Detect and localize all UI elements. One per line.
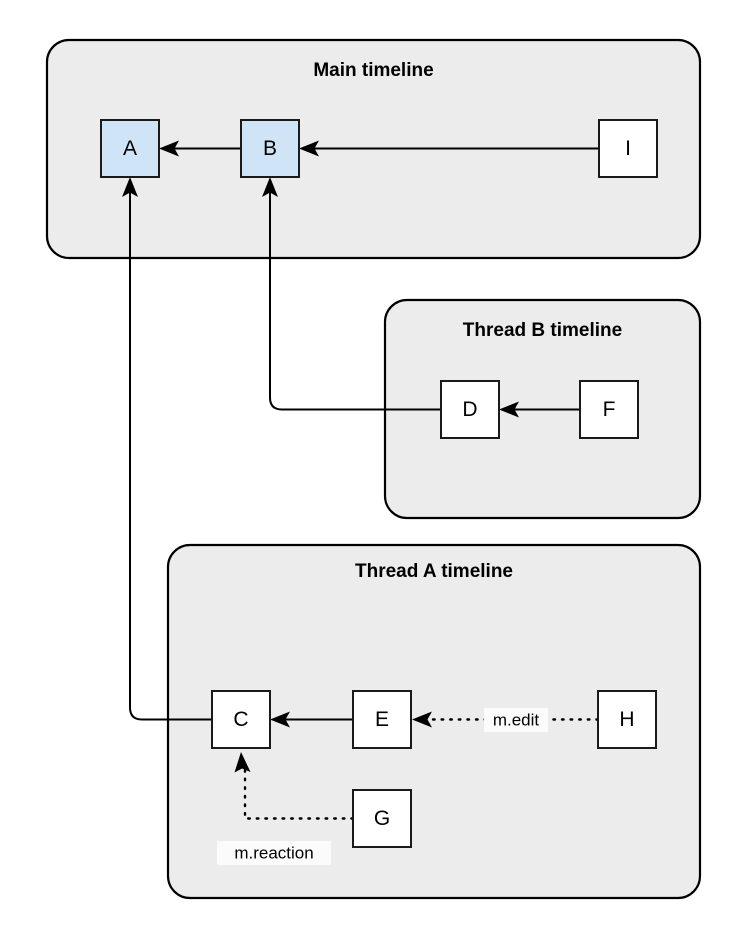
edge-b-to-a[interactable]	[159, 140, 241, 157]
edge-b-to-a-arrowhead	[159, 140, 179, 157]
container-main-timeline-title: Main timeline	[313, 60, 433, 81]
node-h-label: H	[619, 708, 634, 731]
edge-c-to-a[interactable]	[122, 177, 212, 721]
node-b[interactable]: B	[240, 119, 300, 178]
node-i[interactable]: I	[598, 119, 658, 178]
node-g-box	[352, 789, 412, 848]
edge-d-to-b[interactable]	[262, 177, 441, 411]
edge-h-to-e-arrowhead	[412, 711, 432, 728]
edge-f-to-d[interactable]	[499, 401, 580, 418]
node-i-box	[598, 119, 658, 178]
edge-label-m-reaction: m.reaction	[234, 843, 313, 862]
edge-h-to-e[interactable]: m.edit	[412, 708, 600, 732]
node-f-label: F	[603, 398, 616, 421]
edge-g-to-c-arrowhead	[234, 752, 251, 773]
container-thread-a-timeline[interactable]: Thread A timeline	[166, 543, 702, 900]
node-d[interactable]: D	[440, 380, 500, 439]
edge-c-to-a-line	[129, 190, 212, 721]
node-b-label: B	[263, 137, 277, 160]
node-c[interactable]: C	[211, 690, 271, 749]
edge-label-m-edit: m.edit	[493, 710, 540, 729]
edge-c-to-a-arrowhead	[122, 177, 138, 197]
edge-d-to-b-line	[269, 190, 441, 411]
edge-d-to-b-arrowhead	[262, 177, 278, 197]
edge-f-to-d-arrowhead	[499, 401, 519, 418]
container-thread-b-timeline-title: Thread B timeline	[463, 320, 622, 341]
edge-e-to-c[interactable]	[270, 711, 353, 728]
container-thread-a-timeline-title: Thread A timeline	[355, 561, 513, 582]
node-d-box	[440, 380, 500, 439]
node-a-label: A	[123, 137, 137, 160]
edge-g-to-c[interactable]: m.reaction	[217, 752, 355, 865]
node-f[interactable]: F	[579, 380, 639, 439]
node-h-box	[597, 690, 657, 749]
node-e[interactable]: E	[352, 690, 412, 749]
edge-e-to-c-arrowhead	[270, 711, 290, 728]
edge-i-to-b[interactable]	[299, 140, 599, 157]
node-b-box	[240, 119, 300, 178]
edge-label-m-edit-bg	[484, 708, 548, 732]
node-h[interactable]: H	[597, 690, 657, 749]
node-c-label: C	[233, 708, 248, 731]
node-a[interactable]: A	[100, 119, 160, 178]
node-a-box	[100, 119, 160, 178]
node-g-label: G	[374, 807, 390, 830]
node-g[interactable]: G	[352, 789, 412, 848]
node-e-box	[352, 690, 412, 749]
node-c-box	[211, 690, 271, 749]
edge-g-to-c-line	[243, 763, 355, 820]
edge-label-m-reaction-bg	[217, 841, 331, 865]
node-e-label: E	[375, 708, 389, 731]
node-f-box	[579, 380, 639, 439]
container-thread-a-timeline-box	[166, 543, 702, 900]
node-i-label: I	[625, 137, 631, 160]
node-d-label: D	[462, 398, 477, 421]
edge-i-to-b-arrowhead	[299, 140, 319, 157]
